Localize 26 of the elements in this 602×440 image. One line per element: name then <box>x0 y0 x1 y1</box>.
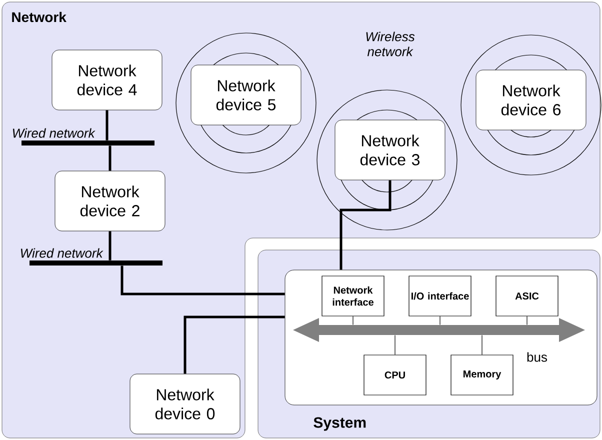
connection-line <box>340 180 392 270</box>
device-box: Network device 4 <box>52 50 162 110</box>
device-box: Network device 6 <box>476 70 586 130</box>
connection-line <box>120 266 285 296</box>
network-label: Wireless network <box>366 32 415 56</box>
component-box: CPU <box>364 354 426 396</box>
component-box: I/O interface <box>408 276 472 316</box>
device-box: Network device 5 <box>190 64 302 126</box>
component-box: ASIC <box>496 276 558 316</box>
region-title: System <box>314 417 366 431</box>
bus-connector <box>352 316 354 326</box>
connection-line <box>108 231 112 260</box>
region-title: Network <box>12 12 66 22</box>
bus-label: bus <box>527 352 548 362</box>
connection-line <box>108 146 112 171</box>
cable-label: Wired network <box>12 128 96 138</box>
component-box: Memory <box>450 354 514 396</box>
device-box: Network device 3 <box>334 120 446 180</box>
component-box: Network interface <box>322 276 384 316</box>
device-box: Network device 2 <box>54 170 166 232</box>
bus-connector <box>526 316 528 326</box>
cable-label: Wired network <box>20 248 104 258</box>
connection-line <box>106 110 108 140</box>
bus-connector <box>394 334 396 355</box>
device-box: Network device 0 <box>130 374 240 434</box>
connection-line <box>184 316 285 374</box>
